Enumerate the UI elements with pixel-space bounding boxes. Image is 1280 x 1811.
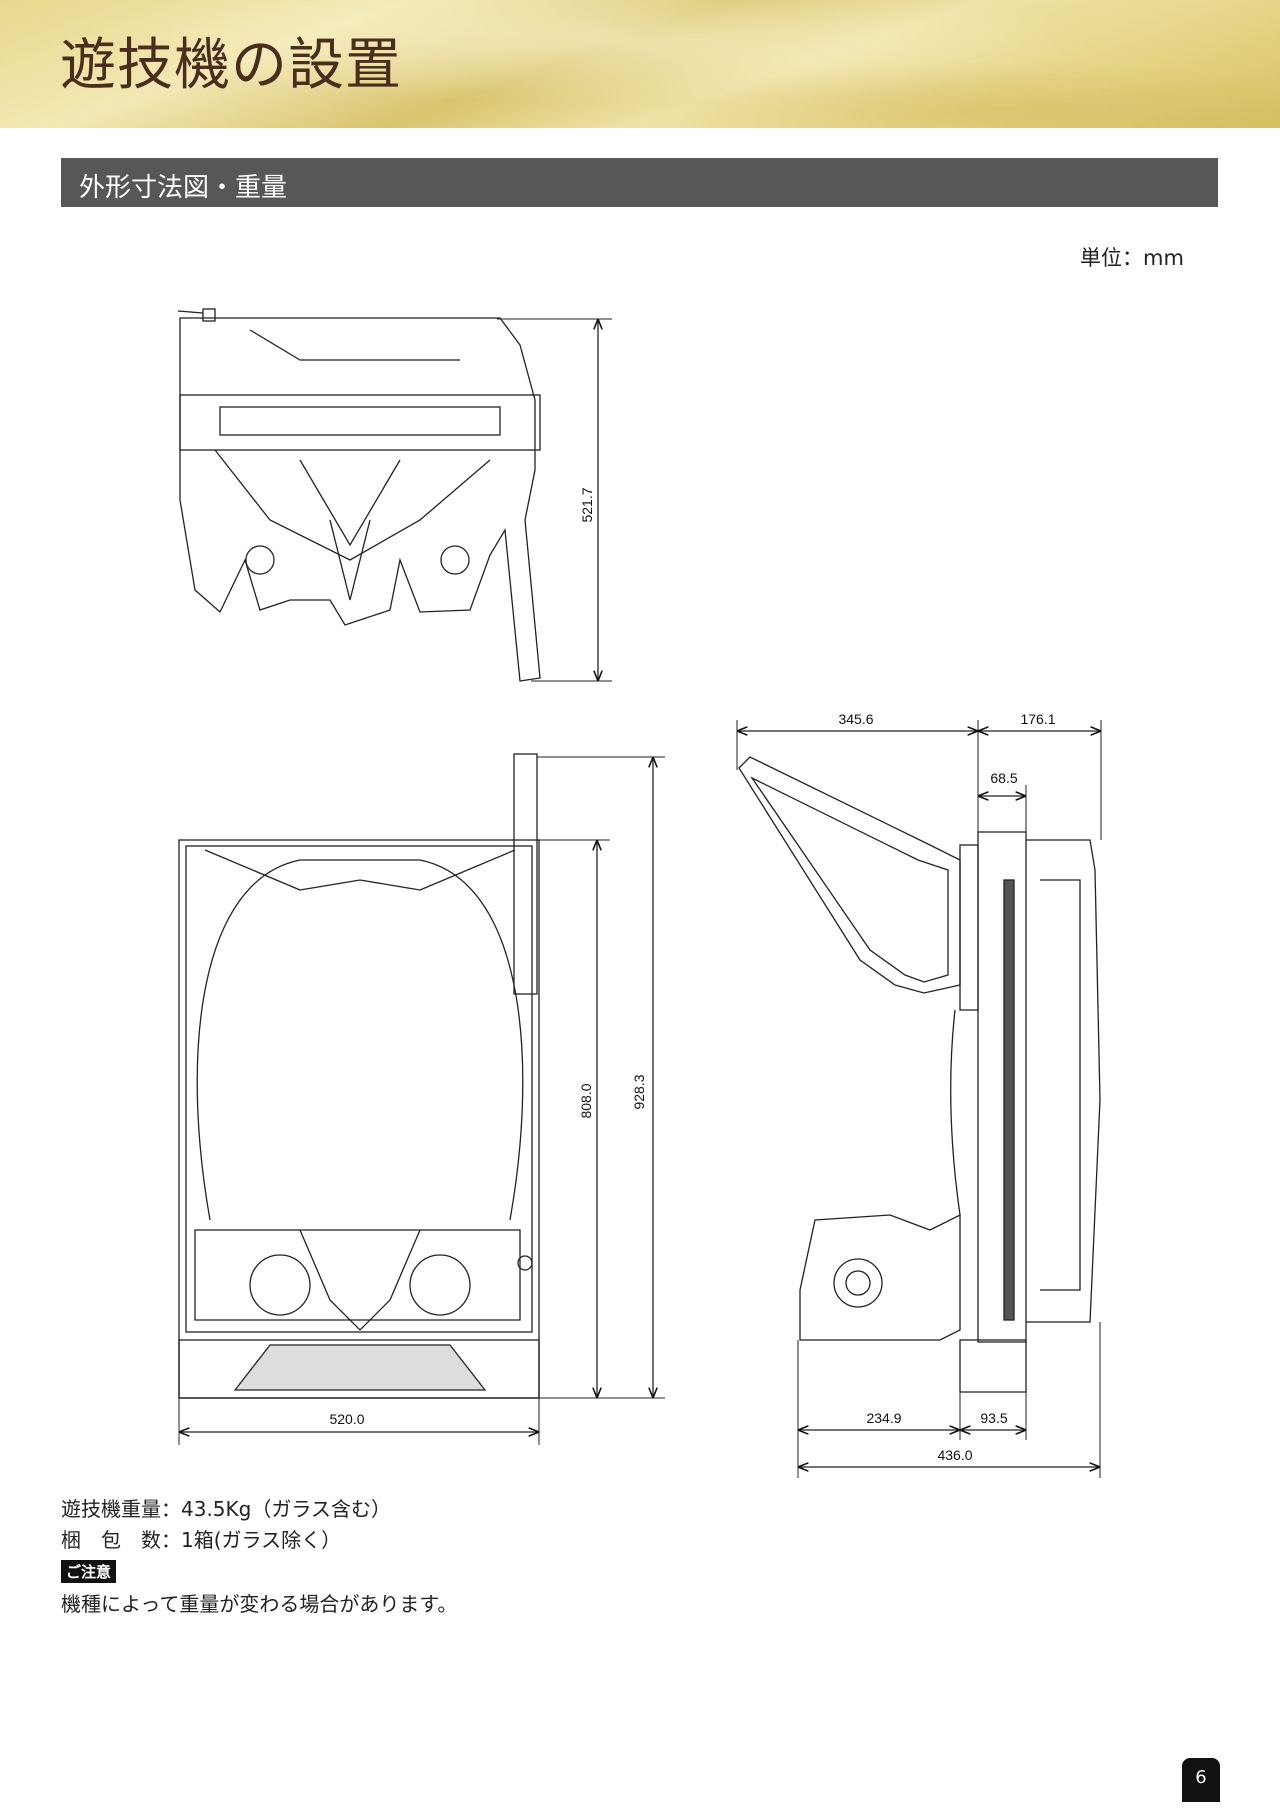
page-title: 遊技機の設置 xyxy=(60,33,402,98)
unit-label: 単位：mm xyxy=(1080,246,1184,270)
dim-base-depth: 93.5 xyxy=(980,1410,1007,1426)
front-view-drawing xyxy=(178,753,540,1399)
package-spec: 梱 包 数：1箱(ガラス除く） xyxy=(61,1528,342,1552)
section-heading: 外形寸法図・重量 xyxy=(61,158,1218,207)
section-title: 外形寸法図・重量 xyxy=(79,173,288,203)
top-view-drawing xyxy=(177,308,541,682)
dim-frame-depth: 68.5 xyxy=(990,770,1017,786)
top-height-dimension xyxy=(497,318,612,682)
page-header: 遊技機の設置 xyxy=(0,0,1280,128)
front-dimensions xyxy=(178,756,665,1445)
dim-front-width: 520.0 xyxy=(329,1411,364,1427)
notice-text: 機種によって重量が変わる場合があります。 xyxy=(61,1592,458,1616)
header-background xyxy=(0,0,1280,128)
dim-rear-depth: 176.1 xyxy=(1020,711,1055,727)
dim-tray-depth: 234.9 xyxy=(866,1410,901,1426)
dim-inner-height: 808.0 xyxy=(578,1083,594,1118)
dim-top-height: 521.7 xyxy=(579,487,595,522)
dim-glass-depth: 345.6 xyxy=(838,711,873,727)
page-number: 6 xyxy=(1182,1758,1220,1802)
side-dimensions xyxy=(736,720,1102,1478)
dim-total-depth: 436.0 xyxy=(937,1447,972,1463)
side-view-drawing xyxy=(738,756,1101,1393)
notice-badge: ご注意 xyxy=(61,1560,117,1583)
weight-spec: 遊技機重量：43.5Kg（ガラス含む） xyxy=(61,1497,391,1521)
dim-total-height: 928.3 xyxy=(631,1074,647,1109)
